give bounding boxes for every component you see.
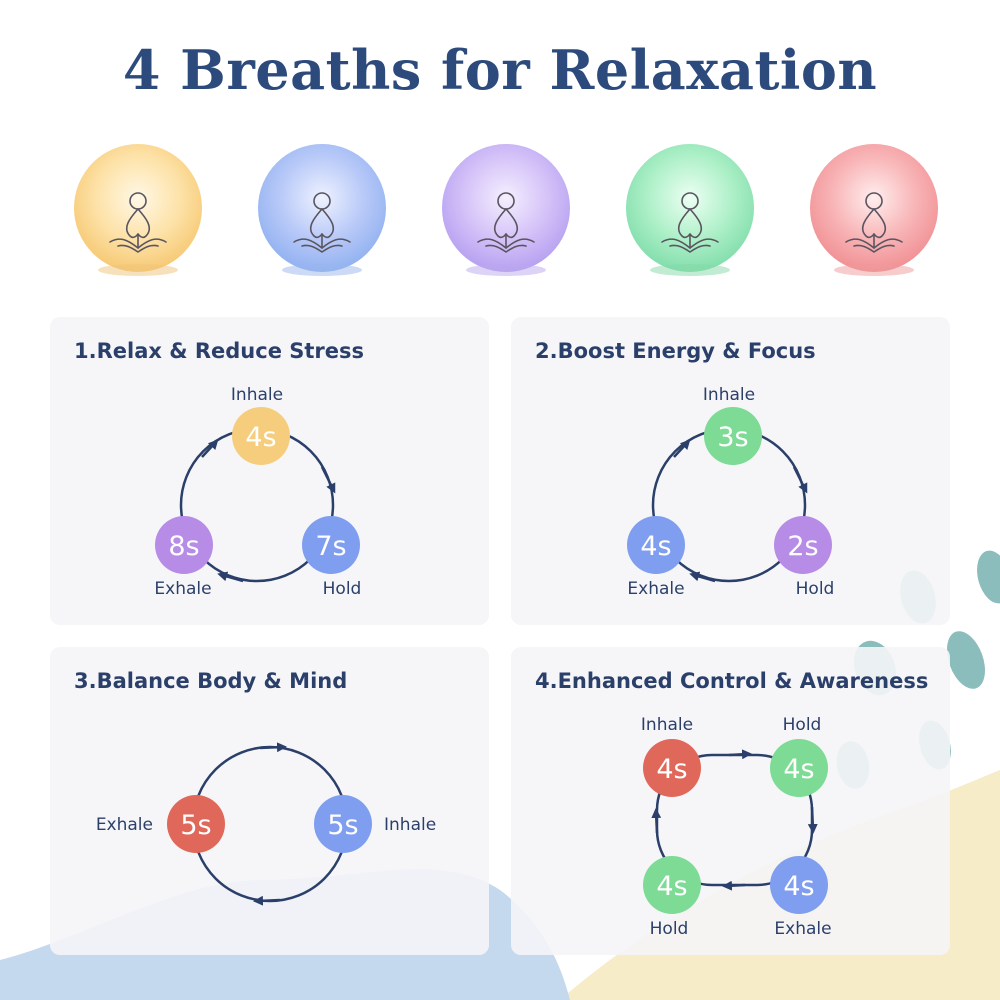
- arrow-icon: [253, 895, 281, 906]
- green-lamp: [626, 144, 754, 276]
- step-circle-inhale: [232, 407, 290, 465]
- step-label: Exhale: [154, 579, 211, 599]
- step-circle-inhale: [314, 795, 372, 853]
- step-circle-exhale: [167, 795, 225, 853]
- meditation-icon: [109, 192, 167, 253]
- step-value: 4s: [656, 754, 687, 785]
- step-circle-hold: [770, 739, 828, 797]
- step-circle-exhale: [770, 856, 828, 914]
- step-circle-hold: [774, 516, 832, 574]
- step-label: Exhale: [96, 815, 153, 835]
- breathing-cycle-diagram: 3s Inhale 2s Hold 4s Exhale: [627, 385, 835, 599]
- card-balance-body-mind: 3.Balance Body & Mind 5s Inhale 5s Exhal…: [50, 647, 489, 955]
- purple-lamp: [442, 144, 570, 276]
- card-title: 3.Balance Body & Mind: [74, 669, 348, 693]
- teal-dot-shape: [947, 631, 985, 689]
- step-label: Inhale: [641, 715, 693, 735]
- step-circle-exhale: [627, 516, 685, 574]
- step-value: 8s: [168, 531, 199, 562]
- breathing-cycle-diagram: 4s Inhale 7s Hold 8s Exhale: [154, 385, 362, 599]
- meditation-icon: [293, 192, 351, 253]
- card-boost-energy-focus: 2.Boost Energy & Focus 3s Inhale 2s Hold…: [511, 317, 950, 625]
- step-value: 4s: [245, 422, 276, 453]
- arrow-icon: [201, 439, 219, 458]
- lamp-row: [0, 140, 1000, 310]
- meditation-icon: [845, 192, 903, 253]
- step-label: Hold: [783, 715, 822, 735]
- step-value: 5s: [180, 810, 211, 841]
- step-label: Hold: [650, 919, 689, 939]
- step-circle-hold: [643, 856, 701, 914]
- step-value: 4s: [656, 871, 687, 902]
- step-label: Inhale: [231, 385, 283, 405]
- step-value: 4s: [783, 754, 814, 785]
- arrow-icon: [689, 571, 716, 583]
- step-value: 5s: [327, 810, 358, 841]
- step-circle-exhale: [155, 516, 213, 574]
- page-title: 4 Breaths for Relaxation: [122, 38, 878, 102]
- arrow-icon: [792, 466, 808, 494]
- card-title: 4.Enhanced Control & Awareness: [535, 669, 929, 693]
- yellow-lamp: [74, 144, 202, 276]
- teal-dot-shape: [977, 550, 1000, 604]
- step-label: Exhale: [627, 579, 684, 599]
- meditation-icon: [661, 192, 719, 253]
- step-value: 2s: [787, 531, 818, 562]
- breathing-cycle-diagram: 5s Inhale 5s Exhale: [96, 742, 436, 906]
- arrow-icon: [728, 749, 752, 760]
- meditation-icon: [477, 192, 535, 253]
- step-label: Hold: [323, 579, 362, 599]
- card-title: 2.Boost Energy & Focus: [535, 339, 816, 363]
- step-value: 3s: [717, 422, 748, 453]
- step-label: Inhale: [384, 815, 436, 835]
- card-title: 1.Relax & Reduce Stress: [74, 339, 365, 363]
- card-enhanced-control-awareness: 4.Enhanced Control & Awareness 4s Inhale…: [511, 647, 950, 955]
- arrow-icon: [722, 880, 746, 891]
- step-value: 4s: [783, 871, 814, 902]
- arrow-icon: [651, 808, 662, 834]
- step-label: Exhale: [774, 919, 831, 939]
- step-circle-inhale: [704, 407, 762, 465]
- red-lamp: [810, 144, 938, 276]
- step-value: 7s: [315, 531, 346, 562]
- arrow-icon: [320, 466, 336, 494]
- step-circle-hold: [302, 516, 360, 574]
- step-circle-inhale: [643, 739, 701, 797]
- arrow-icon: [673, 439, 691, 458]
- arrow-icon: [217, 571, 244, 583]
- card-relax-reduce-stress: 1.Relax & Reduce Stress 4s Inhale 7s Hol…: [50, 317, 489, 625]
- step-label: Hold: [796, 579, 835, 599]
- arrow-icon: [259, 742, 287, 753]
- step-label: Inhale: [703, 385, 755, 405]
- step-value: 4s: [640, 531, 671, 562]
- arrow-icon: [807, 806, 818, 834]
- blue-lamp: [258, 144, 386, 276]
- breathing-cycle-diagram: 4s Inhale 4s Hold 4s Exhale 4s Hold: [641, 715, 832, 939]
